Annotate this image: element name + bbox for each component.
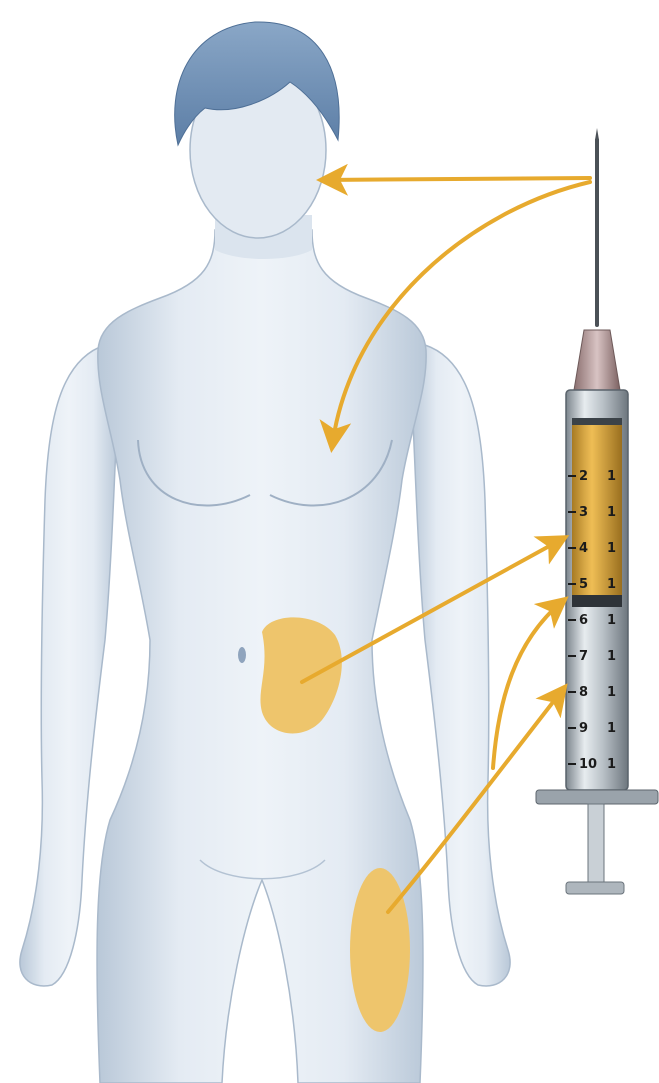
scale-label-right: 1 <box>607 757 616 772</box>
scale-label-left: 9 <box>579 721 588 736</box>
scale-label-right: 1 <box>607 649 616 664</box>
scale-label-right: 1 <box>607 613 616 628</box>
scale-label-right: 1 <box>607 685 616 700</box>
scale-label-right: 1 <box>607 721 616 736</box>
scale-label-left: 2 <box>579 469 588 484</box>
plunger-thumb-rest <box>566 882 624 894</box>
syringe-hub <box>574 330 620 390</box>
scale-label-left: 8 <box>579 685 588 700</box>
arrow-thigh-to-barrel-middle <box>493 600 564 768</box>
plunger-rod <box>588 804 604 882</box>
plunger-stopper <box>572 595 622 607</box>
scale-label-left: 5 <box>579 577 588 592</box>
syringe-flange <box>536 790 658 804</box>
scale-label-right: 1 <box>607 577 616 592</box>
navel <box>238 647 246 663</box>
injection-site-thigh <box>350 868 410 1032</box>
scale-label-left: 3 <box>579 505 588 520</box>
scale-label-right: 1 <box>607 469 616 484</box>
scale-label-left: 6 <box>579 613 588 628</box>
scale-label-left: 4 <box>579 541 588 556</box>
arrow-to-face <box>322 178 590 180</box>
plunger-seal-top <box>572 418 622 425</box>
needle-tip <box>595 128 599 140</box>
scale-label-left: 7 <box>579 649 588 664</box>
scale-label-left: 10 <box>579 757 597 772</box>
scale-label-right: 1 <box>607 505 616 520</box>
right-arm <box>412 345 510 986</box>
scale-label-right: 1 <box>607 541 616 556</box>
